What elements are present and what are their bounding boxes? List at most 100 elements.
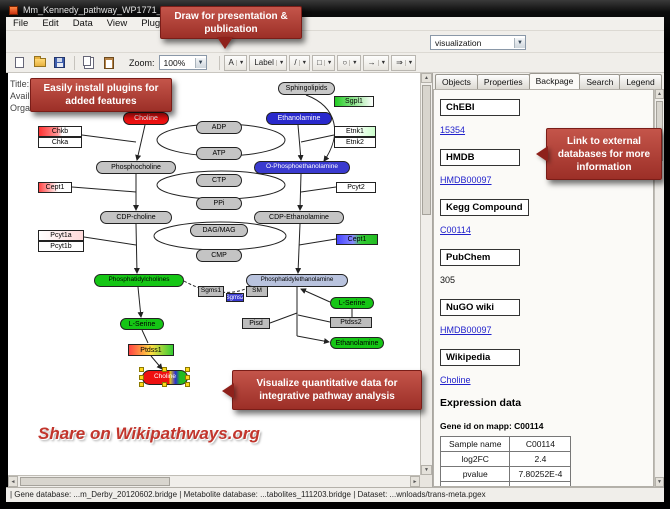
- tab-objects[interactable]: Objects: [435, 74, 478, 89]
- pathway-node-ctp[interactable]: CTP: [196, 174, 242, 187]
- selection-handle[interactable]: [185, 374, 190, 380]
- chevron-down-icon: ▼: [235, 59, 244, 66]
- selection-handle[interactable]: [139, 374, 144, 380]
- menu-plugins[interactable]: Plugins: [141, 18, 173, 29]
- pathway-node-cdp-ethanolamine[interactable]: CDP-Ethanolamine: [254, 211, 344, 224]
- pathway-node-ppi[interactable]: PPi: [196, 197, 242, 210]
- tab-backpage[interactable]: Backpage: [528, 73, 581, 89]
- pathway-edge: [300, 186, 337, 193]
- save-button[interactable]: [50, 55, 69, 71]
- visualization-dropdown[interactable]: visualization ▼: [430, 35, 526, 50]
- section-header: PubChem: [440, 249, 520, 266]
- new-file-button[interactable]: [10, 55, 29, 71]
- pathway-node-cept1[interactable]: Cept1: [38, 182, 72, 193]
- pathway-node-l-serine[interactable]: L-Serine: [120, 318, 164, 330]
- pathway-node-sgpl1[interactable]: Sgpl1: [334, 96, 374, 107]
- scroll-up-arrow[interactable]: ▲: [655, 89, 664, 99]
- app-icon: [9, 5, 18, 15]
- pathway-node-etnk1[interactable]: Etnk1: [334, 126, 376, 137]
- tool-button-2[interactable]: /▼: [289, 54, 311, 71]
- external-link[interactable]: C00114: [440, 225, 471, 235]
- selection-handle[interactable]: [185, 382, 190, 387]
- open-file-button[interactable]: [30, 55, 49, 71]
- toolbar-separator: [74, 55, 75, 70]
- canvas-horizontal-scrollbar[interactable]: ◄ ►: [8, 475, 420, 487]
- pathway-node-ethanolamine[interactable]: Ethanolamine: [266, 112, 332, 125]
- pathway-node-cept1[interactable]: Cept1: [336, 234, 378, 245]
- pathway-node-dag-mag[interactable]: DAG/MAG: [190, 224, 248, 237]
- canvas-vertical-scrollbar[interactable]: ▲ ▼: [420, 73, 432, 475]
- pathway-edge: [71, 186, 137, 193]
- copy-button[interactable]: [79, 55, 98, 71]
- tool-button-5[interactable]: →▼: [362, 54, 390, 71]
- pathway-node-ptdss1[interactable]: Ptdss1: [128, 344, 174, 356]
- pathway-node-cdp-choline[interactable]: CDP-choline: [100, 211, 172, 224]
- pathway-node-l-serine[interactable]: L-Serine: [330, 297, 374, 309]
- menu-file[interactable]: File: [13, 18, 29, 29]
- paste-button[interactable]: [99, 55, 118, 71]
- pathway-node-sgms1[interactable]: Sgms1: [198, 286, 224, 297]
- pathway-node-phosphocholine[interactable]: Phosphocholine: [96, 161, 176, 174]
- pathway-node-choline[interactable]: Choline: [123, 112, 169, 125]
- external-link[interactable]: 15354: [440, 125, 466, 135]
- pathway-node-adp[interactable]: ADP: [196, 121, 242, 134]
- visualization-dropdown-value: visualization: [435, 37, 482, 48]
- pathway-edge: [137, 286, 144, 318]
- drawing-tool-group: A▼Label▼/▼□▼○▼→▼⇒▼: [223, 54, 419, 71]
- scroll-down-arrow[interactable]: ▼: [655, 477, 664, 487]
- pathway-node-phosphatidylethanolamine[interactable]: Phosphatidylethanolamine: [246, 274, 348, 287]
- pathway-node-ethanolamine[interactable]: Ethanolamine: [330, 337, 384, 349]
- table-cell: met: [509, 481, 572, 486]
- pathway-node-sm[interactable]: SM: [246, 286, 268, 297]
- pathway-node-atp[interactable]: ATP: [196, 147, 242, 160]
- pathway-edge: [297, 173, 304, 211]
- tool-button-6[interactable]: ⇒▼: [391, 54, 417, 71]
- pathway-node-etnk2[interactable]: Etnk2: [334, 137, 376, 148]
- menu-data[interactable]: Data: [72, 18, 93, 29]
- scroll-right-arrow[interactable]: ►: [410, 476, 420, 487]
- pathway-node-cmp[interactable]: CMP: [196, 249, 242, 262]
- selection-handle[interactable]: [139, 382, 144, 387]
- selection-handle[interactable]: [162, 367, 167, 372]
- pathway-node-chka[interactable]: Chka: [38, 137, 82, 148]
- tool-button-4[interactable]: ○▼: [337, 54, 361, 71]
- table-cell: type: [439, 481, 511, 486]
- menu-edit[interactable]: Edit: [42, 18, 59, 29]
- pathway-node-o-phosphoethanolamine[interactable]: O-Phosphoethanolamine: [254, 161, 350, 174]
- tab-legend[interactable]: Legend: [619, 74, 662, 89]
- tab-search[interactable]: Search: [579, 74, 621, 89]
- pathway-node-ptdss2[interactable]: Ptdss2: [330, 317, 372, 328]
- tab-properties[interactable]: Properties: [476, 74, 530, 89]
- chevron-down-icon: ▼: [404, 59, 413, 66]
- pathway-node-chkb[interactable]: Chkb: [38, 126, 82, 137]
- pathway-node-sgms2[interactable]: Sgms2: [226, 293, 244, 302]
- pathway-edge: [296, 335, 330, 345]
- menu-view[interactable]: View: [106, 18, 128, 29]
- external-link[interactable]: HMDB00097: [440, 325, 492, 335]
- pathway-node-pcyt1a[interactable]: Pcyt1a: [38, 230, 84, 241]
- selection-handle[interactable]: [185, 367, 190, 372]
- zoom-dropdown[interactable]: 100% ▼: [158, 55, 207, 70]
- scrollbar-thumb[interactable]: [422, 85, 431, 215]
- tool-button-0[interactable]: A▼: [223, 54, 248, 71]
- scroll-left-arrow[interactable]: ◄: [8, 476, 18, 487]
- tool-button-label[interactable]: Label▼: [249, 54, 288, 71]
- window-title: Mm_Kennedy_pathway_WP1771_45176.gpml: [23, 5, 209, 15]
- pathway-node-phosphatidylcholines[interactable]: Phosphatidylcholines: [94, 274, 184, 287]
- tool-button-3[interactable]: □▼: [312, 54, 336, 71]
- external-link[interactable]: HMDB00097: [440, 175, 492, 185]
- scroll-up-arrow[interactable]: ▲: [421, 73, 432, 83]
- pathway-node-pcyt2[interactable]: Pcyt2: [336, 182, 376, 193]
- callout-text: Link to external databases for more info…: [557, 135, 651, 173]
- pathway-node-pcyt1b[interactable]: Pcyt1b: [38, 241, 84, 252]
- selection-handle[interactable]: [162, 382, 167, 387]
- scroll-down-arrow[interactable]: ▼: [421, 465, 432, 475]
- external-link[interactable]: Choline: [440, 375, 471, 385]
- pathway-node-pisd[interactable]: Pisd: [242, 318, 270, 329]
- scrollbar-thumb[interactable]: [20, 477, 170, 486]
- selection-handle[interactable]: [139, 367, 144, 372]
- pathway-node-sphingolipids[interactable]: Sphingolipids: [278, 82, 335, 95]
- new-file-icon: [15, 57, 24, 68]
